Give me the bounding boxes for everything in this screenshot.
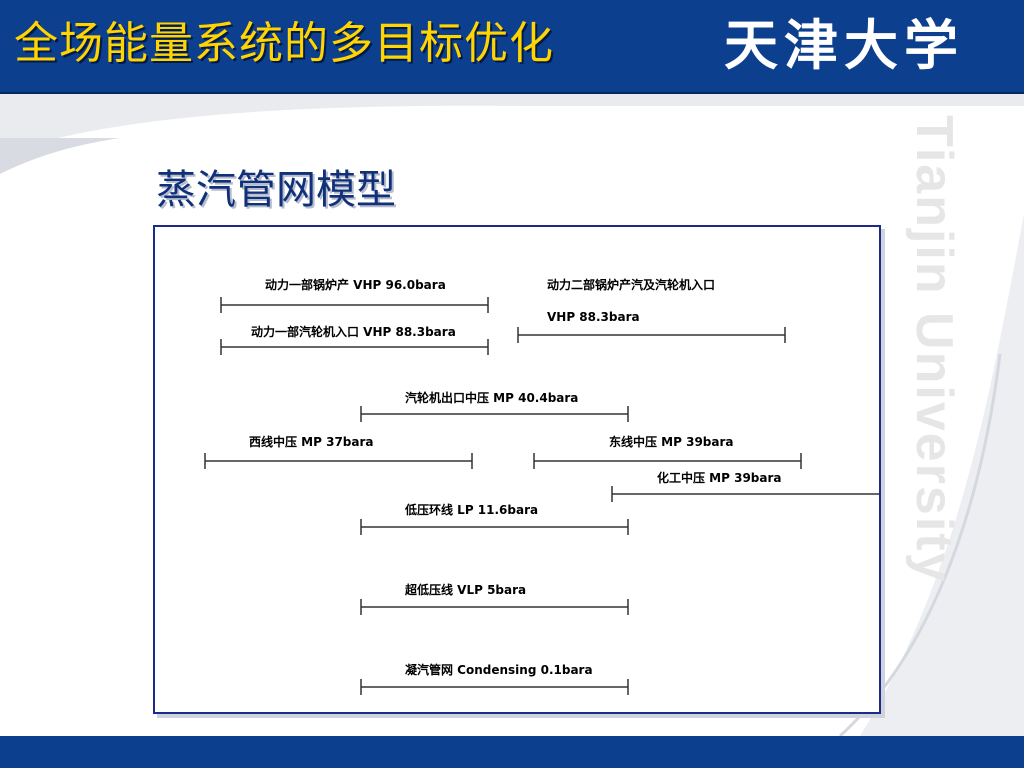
chem-mp-label: 化工中压 MP 39bara (657, 471, 782, 485)
vlp-label: 超低压线 VLP 5bara (405, 583, 527, 597)
vhp1-boiler-label: 动力一部锅炉产 VHP 96.0bara (265, 278, 446, 292)
east-mp-label: 东线中压 MP 39bara (609, 435, 734, 449)
footer-bar (0, 736, 1024, 768)
page-title: 全场能量系统的多目标优化 (14, 18, 554, 69)
lp-loop-label: 低压环线 LP 11.6bara (405, 503, 539, 517)
university-logo: 天津大学 (724, 13, 964, 77)
watermark-text: Tianjin University (905, 115, 963, 584)
west-mp-label: 西线中压 MP 37bara (249, 435, 374, 449)
steam-network-diagram: 动力一部锅炉产 VHP 96.0bara 动力二部锅炉产汽及汽轮机入口 VHP … (153, 225, 881, 714)
vhp2-label-line2: VHP 88.3bara (547, 310, 640, 324)
section-title: 蒸汽管网模型 (156, 167, 396, 213)
vhp1-turbine-label: 动力一部汽轮机入口 VHP 88.3bara (251, 325, 456, 339)
header-bar: 全场能量系统的多目标优化 天津大学 (0, 0, 1024, 94)
vhp2-label-line1: 动力二部锅炉产汽及汽轮机入口 (547, 278, 716, 292)
header-lines (204, 297, 879, 695)
condensing-label: 凝汽管网 Condensing 0.1bara (405, 663, 593, 677)
turbine-mp-label: 汽轮机出口中压 MP 40.4bara (405, 391, 579, 405)
